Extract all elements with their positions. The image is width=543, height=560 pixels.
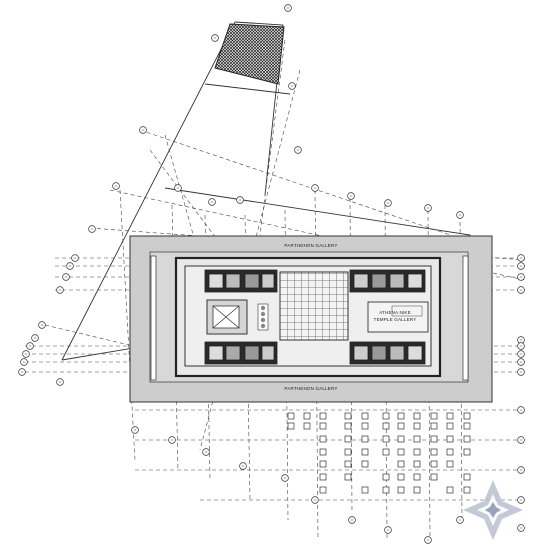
column-square — [287, 412, 295, 420]
column-square — [413, 448, 421, 456]
column-square — [303, 412, 311, 420]
column-square — [397, 460, 405, 468]
column-square — [413, 486, 421, 494]
column-square — [430, 422, 438, 430]
column-square — [463, 435, 471, 443]
column-square — [446, 422, 454, 430]
column-square — [361, 435, 369, 443]
column-square — [361, 448, 369, 456]
column-square — [319, 448, 327, 456]
column-square — [397, 448, 405, 456]
column-square — [361, 486, 369, 494]
gallery-bottom-label: PARTHENON GALLERY — [284, 386, 337, 391]
column-grid-squares — [287, 412, 471, 494]
column-square — [413, 435, 421, 443]
west-slot — [150, 255, 157, 381]
column-square — [413, 422, 421, 430]
column-square — [319, 422, 327, 430]
column-square — [463, 448, 471, 456]
column-square — [413, 460, 421, 468]
west-stair — [206, 299, 269, 335]
column-square — [463, 422, 471, 430]
column-square — [397, 473, 405, 481]
column-square — [319, 412, 327, 420]
temple-gallery-room — [367, 301, 429, 333]
column-square — [463, 473, 471, 481]
diamond-star-logo-icon — [463, 480, 523, 540]
central-hall-grid — [279, 271, 349, 341]
grid-line — [139, 129, 466, 241]
column-square — [344, 435, 352, 443]
column-square — [344, 412, 352, 420]
column-square — [382, 422, 390, 430]
column-square — [430, 412, 438, 420]
column-square — [361, 460, 369, 468]
grid-bubbles — [18, 4, 525, 544]
grid-line — [427, 209, 431, 541]
column-square — [446, 460, 454, 468]
column-square — [382, 473, 390, 481]
column-square — [430, 473, 438, 481]
column-square — [430, 460, 438, 468]
column-square — [446, 435, 454, 443]
column-square — [463, 412, 471, 420]
column-square — [397, 486, 405, 494]
temple-label-line2: TEMPLE GALLERY — [374, 317, 417, 322]
temple-label-line1: ATHENA NIKE — [379, 310, 411, 315]
column-square — [382, 486, 390, 494]
column-square — [344, 473, 352, 481]
column-square — [446, 448, 454, 456]
lower-rooms — [204, 341, 426, 365]
column-square — [287, 422, 295, 430]
column-square — [446, 412, 454, 420]
column-square — [344, 448, 352, 456]
east-slot — [462, 255, 469, 381]
column-square — [361, 412, 369, 420]
column-square — [319, 435, 327, 443]
grid-line — [259, 39, 286, 236]
column-square — [397, 435, 405, 443]
column-square — [344, 460, 352, 468]
column-square — [382, 435, 390, 443]
column-square — [382, 448, 390, 456]
column-square — [361, 422, 369, 430]
column-square — [303, 422, 311, 430]
column-square — [319, 486, 327, 494]
grid-line — [164, 134, 241, 401]
column-square — [344, 422, 352, 430]
column-square — [430, 448, 438, 456]
column-square — [413, 473, 421, 481]
column-square — [319, 473, 327, 481]
upper-rooms — [204, 269, 426, 293]
column-square — [397, 422, 405, 430]
column-square — [397, 412, 405, 420]
column-square — [319, 460, 327, 468]
gallery-top-label: PARTHENON GALLERY — [284, 243, 337, 248]
building: PARTHENON GALLERY PARTHENON GALLERY ATHE… — [129, 235, 493, 403]
column-square — [463, 486, 471, 494]
column-square — [446, 486, 454, 494]
grid-line — [119, 189, 136, 461]
temple-gallery-frame — [391, 305, 423, 317]
column-square — [430, 435, 438, 443]
column-square — [413, 412, 421, 420]
column-square — [382, 412, 390, 420]
hatched-roof-icon — [214, 23, 285, 85]
